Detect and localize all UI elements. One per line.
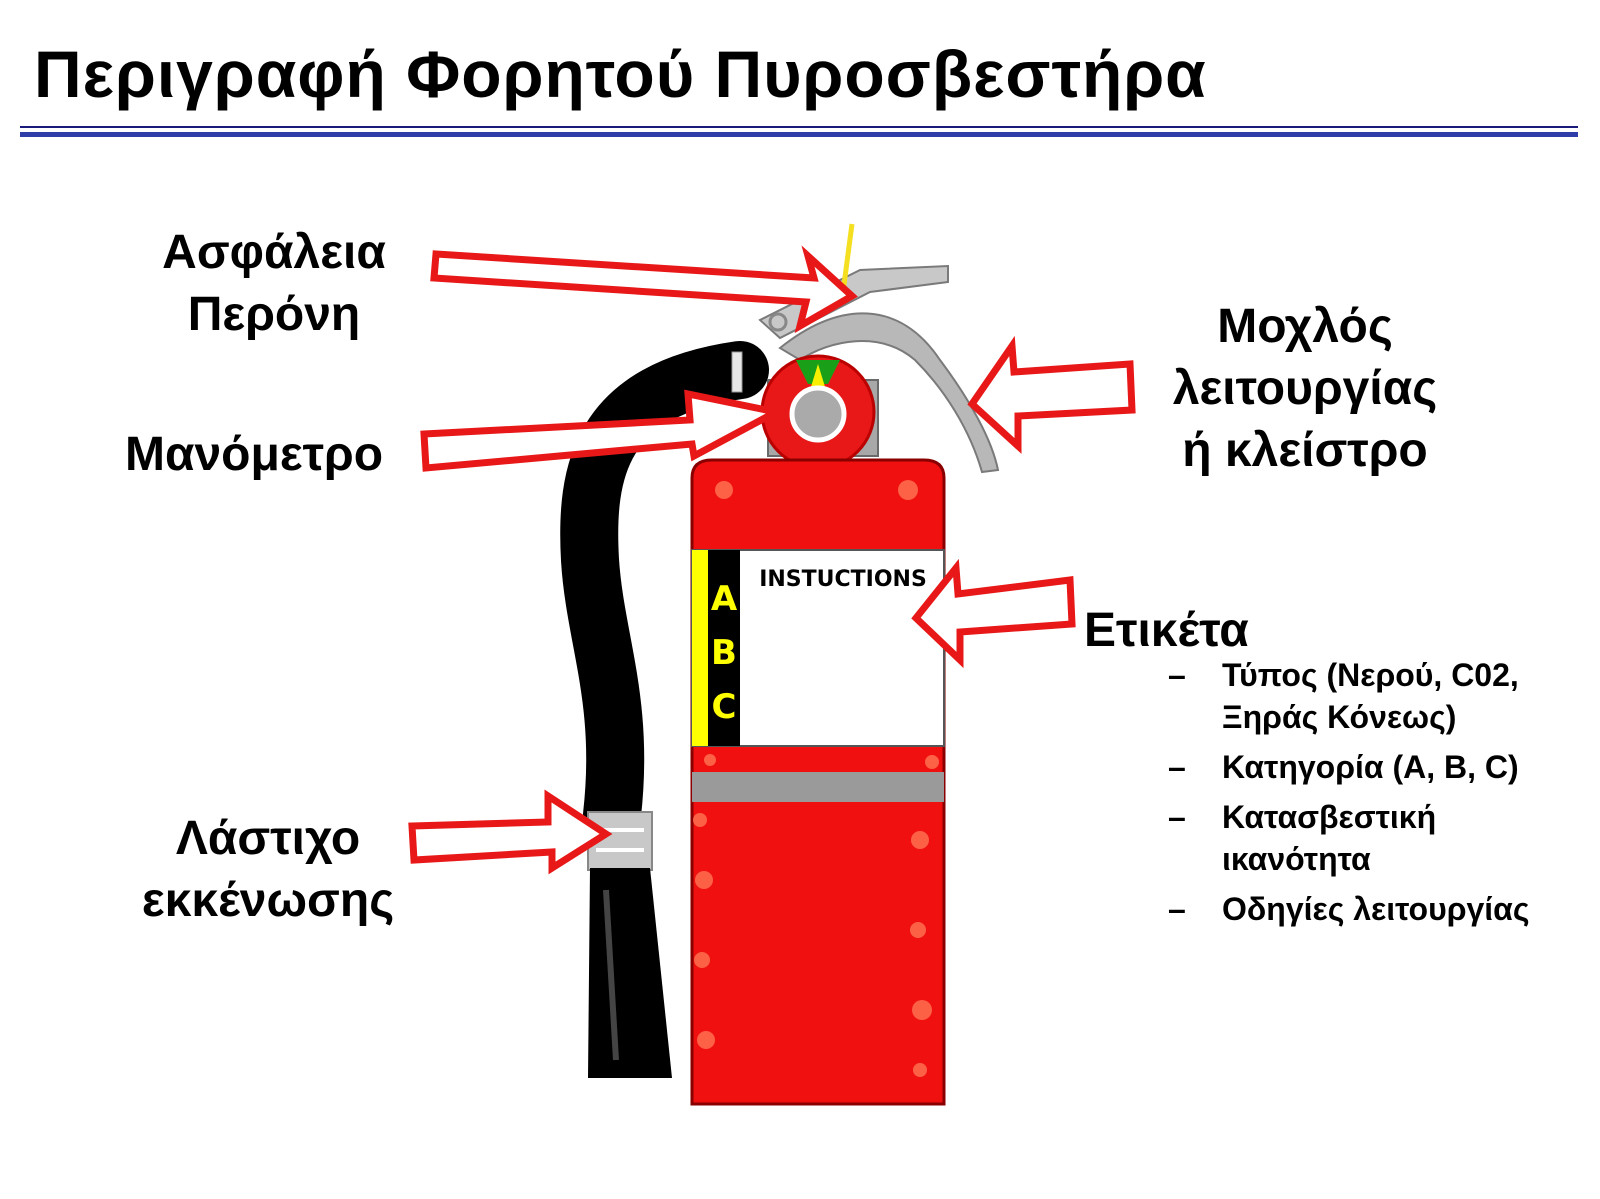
arrow-hose <box>408 789 613 875</box>
label-tag: Ετικέτα <box>1084 604 1249 657</box>
bullet-instructions: – Οδηγίες λειτουργίας <box>1168 891 1530 927</box>
label-lever: Μοχλός λειτουργίας ή κλείστρο <box>1172 300 1438 477</box>
class-c-text: C <box>712 687 737 727</box>
class-strip-black <box>708 550 740 746</box>
arrow-lever <box>967 335 1136 454</box>
class-a-text: A <box>711 579 738 619</box>
page-title: Περιγραφή Φορητού Πυροσβεστήρα <box>34 37 1207 111</box>
arrow-tag <box>911 558 1076 669</box>
arrow-safety-pin <box>430 245 858 334</box>
bullet-category: – Κατηγορία (A, B, C) <box>1168 749 1519 785</box>
tag-bullet-list: – Τύπος (Νερού, C02, Ξηράς Κόνεως) – Κατ… <box>1168 654 1588 938</box>
body-band <box>692 772 944 802</box>
lever-handle <box>778 312 1000 474</box>
class-strip-yellow <box>692 550 708 746</box>
label-hose: Λάστιχο εκκένωσης <box>141 812 395 927</box>
class-b-text: B <box>711 633 737 673</box>
label-gauge: Μανόμετρο <box>124 428 384 481</box>
title-rule-thick <box>20 132 1578 137</box>
rust-spots <box>693 480 939 1077</box>
arrow-gauge <box>420 389 787 472</box>
instructions-header: INSTUCTIONS <box>759 567 927 592</box>
hose-tube <box>560 341 769 844</box>
title-rule-thin <box>20 126 1578 128</box>
bullet-type: – Τύπος (Νερού, C02, Ξηράς Κόνεως) <box>1168 657 1519 735</box>
bullet-capacity: – Κατασβεστική ικανότητα <box>1168 799 1437 877</box>
hose-nozzle <box>588 868 672 1078</box>
label-safety-pin: Ασφάλεια Περόνη <box>162 226 386 341</box>
